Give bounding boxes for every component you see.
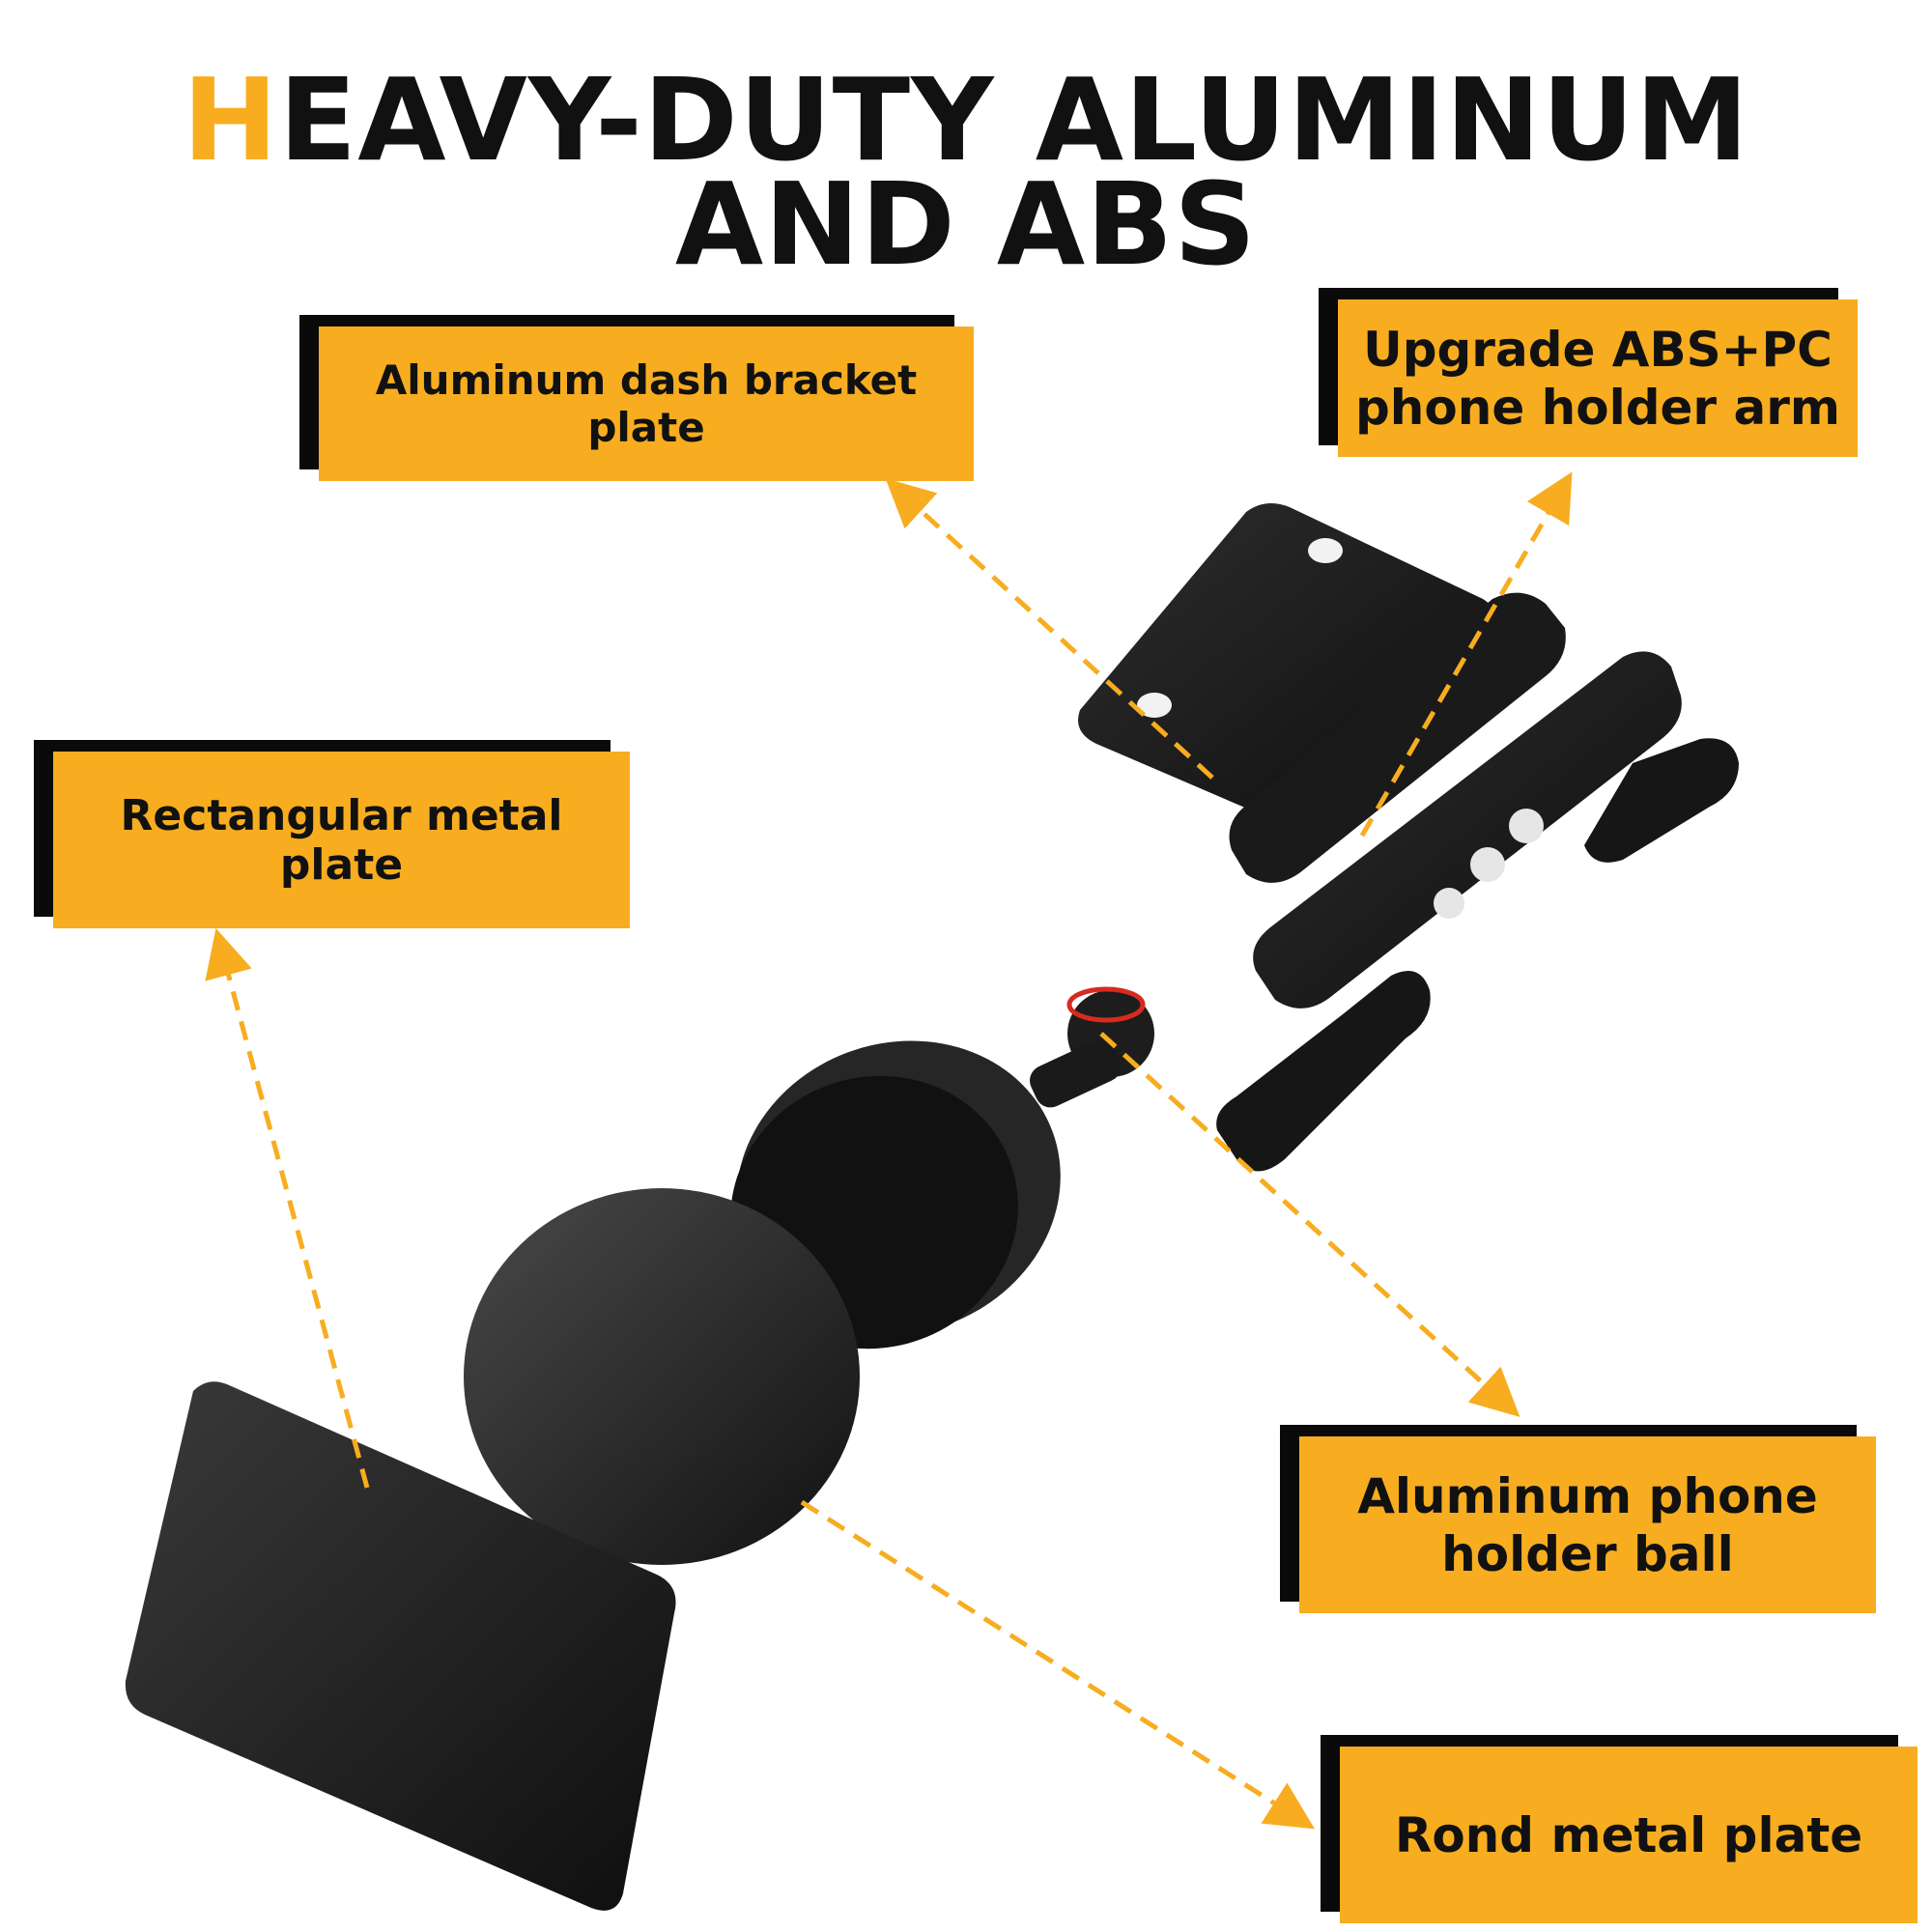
round-metal-plate xyxy=(464,1188,860,1565)
tension-knob-upper xyxy=(1584,738,1739,863)
label-rectangular-plate-text: Rectangular metal plate xyxy=(120,790,563,890)
pointer-arrows xyxy=(205,471,1573,1830)
rectangular-metal-plate xyxy=(125,1381,676,1911)
label-round-plate-text: Rond metal plate xyxy=(1394,1806,1863,1863)
arrow-icon xyxy=(885,478,1214,780)
label-dash-bracket-text: Aluminum dash bracket plate xyxy=(375,356,918,451)
label-holder-arm-line-1: Upgrade ABS+PC xyxy=(1363,321,1833,378)
label-holder-arm: Upgrade ABS+PC phone holder arm xyxy=(1338,299,1858,457)
label-dash-bracket-plate: Aluminum dash bracket plate xyxy=(319,327,974,481)
holder-ball xyxy=(1030,986,1154,1108)
label-holder-ball-line-2: holder ball xyxy=(1441,1525,1734,1582)
label-round-plate: Rond metal plate xyxy=(1340,1747,1918,1923)
title-line-1: HEAVY-DUTY ALUMINUM xyxy=(0,63,1932,177)
label-holder-arm-line-2: phone holder arm xyxy=(1354,379,1840,436)
title-line-1-rest: EAVY-DUTY ALUMINUM xyxy=(278,53,1750,186)
label-rectangular-plate: Rectangular metal plate xyxy=(53,752,630,928)
title-line-2: AND ABS xyxy=(674,157,1258,291)
tension-knob-lower xyxy=(1216,971,1431,1172)
holder-arm xyxy=(1229,592,1682,1009)
page-title: HEAVY-DUTY ALUMINUM AND ABS xyxy=(0,63,1932,291)
title-accent-letter: H xyxy=(182,53,279,186)
label-holder-ball-line-1: Aluminum phone xyxy=(1357,1467,1818,1524)
arrow-icon xyxy=(1359,471,1573,838)
label-holder-ball: Aluminum phone holder ball xyxy=(1299,1436,1876,1613)
arrow-icon xyxy=(800,1499,1316,1830)
